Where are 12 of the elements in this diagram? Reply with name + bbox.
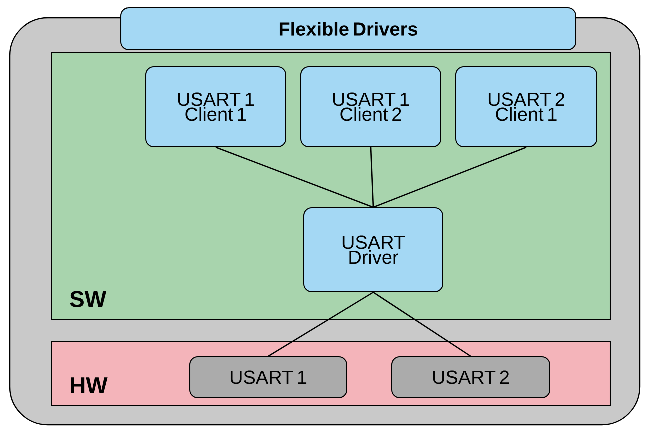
component-box: USART 2 Client 1 <box>456 66 598 148</box>
component-box: USART 1 Client 1 <box>146 66 286 148</box>
peripheral-box: USART 2 <box>392 356 550 398</box>
peripheral-box: USART 1 <box>190 356 348 398</box>
connector-line <box>370 147 374 208</box>
connector-line <box>373 146 527 208</box>
connector-line <box>216 146 374 208</box>
connector-line <box>268 292 374 358</box>
connector-line <box>373 292 472 358</box>
title-banner: Flexible Drivers <box>120 8 576 50</box>
component-box: USART Driver <box>304 208 444 292</box>
component-box: USART 1 Client 2 <box>300 66 442 148</box>
